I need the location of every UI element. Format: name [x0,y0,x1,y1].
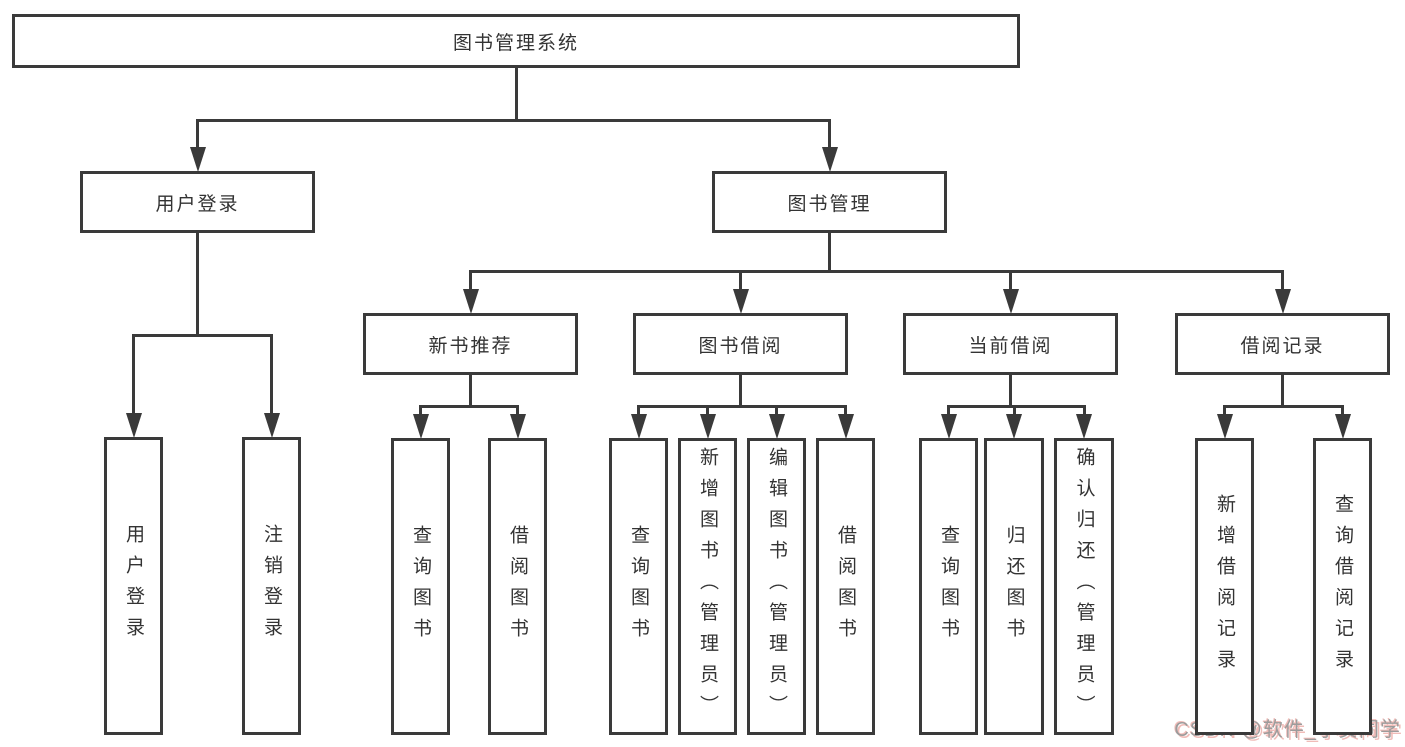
connector-drop [947,406,950,415]
connector-drop [132,335,135,414]
arrow-down-icon [837,414,854,439]
connector-junction [196,118,831,122]
node-leaf-query-book-1: 查询图书 [391,438,450,735]
arrow-down-icon [732,289,749,314]
connector-junction [1223,404,1344,408]
connector-stem [196,233,199,335]
arrow-down-icon [1006,414,1022,439]
connector-drop [270,335,273,414]
connector-drop [516,406,519,415]
arrow-down-icon [1274,289,1291,314]
arrow-down-icon [1002,289,1019,314]
arrow-down-icon [1334,414,1351,439]
connector-junction [419,404,519,408]
connector-drop [196,120,199,148]
node-leaf-edit-book-admin: 编辑图书（管理员） [747,438,806,735]
node-leaf-borrow-book-2: 借阅图书 [816,438,875,735]
arrow-down-icon [263,413,280,438]
connector-drop [1009,271,1012,290]
arrow-down-icon [940,414,957,439]
arrow-down-icon [768,414,785,439]
connector-drop [1082,406,1086,415]
connector-drop [739,271,742,290]
node-leaf-add-borrow-record: 新增借阅记录 [1195,438,1254,735]
node-leaf-add-book-admin: 新增图书（管理员） [678,438,737,735]
connector-junction [132,333,273,337]
node-leaf-confirm-return: 确认归还（管理员） [1054,438,1114,735]
connector-stem [1281,375,1284,406]
connector-drop [1281,271,1284,290]
connector-drop [1341,406,1344,415]
arrow-down-icon [699,414,716,439]
connector-drop [419,406,422,415]
node-leaf-query-borrow-record: 查询借阅记录 [1313,438,1372,735]
arrow-down-icon [821,147,838,172]
arrow-down-icon [412,414,429,439]
connector-drop [1223,406,1226,415]
connector-stem [828,233,831,271]
arrow-down-icon [630,414,647,439]
arrow-down-icon [189,147,206,172]
node-leaf-borrow-book-1: 借阅图书 [488,438,547,735]
connector-drop [775,406,778,415]
connector-junction [947,404,1086,408]
connector-stem [739,375,742,406]
node-leaf-return-book: 归还图书 [984,438,1044,735]
node-book-borrowing: 图书借阅 [633,313,848,375]
connector-drop [469,271,472,290]
node-book-management: 图书管理 [712,171,947,233]
node-leaf-user-login: 用户登录 [104,437,163,735]
connector-drop [1012,406,1016,415]
node-leaf-query-book-2: 查询图书 [609,438,668,735]
arrow-down-icon [462,289,479,314]
connector-junction [637,404,847,408]
connector-drop [637,406,640,415]
arrow-down-icon [509,414,526,439]
node-borrowing-records: 借阅记录 [1175,313,1390,375]
node-new-book-recommend: 新书推荐 [363,313,578,375]
arrow-down-icon [125,413,142,438]
arrow-down-icon [1076,414,1092,439]
connector-stem [1009,375,1012,406]
connector-stem [514,68,518,120]
node-leaf-logout: 注销登录 [242,437,301,735]
connector-drop [706,406,709,415]
node-current-borrowing: 当前借阅 [903,313,1118,375]
connector-junction [469,269,1284,273]
node-user-login: 用户登录 [80,171,315,233]
connector-drop [844,406,847,415]
node-root: 图书管理系统 [12,14,1020,68]
connector-drop [828,120,831,148]
arrow-down-icon [1216,414,1233,439]
node-leaf-query-book-3: 查询图书 [919,438,978,735]
connector-stem [469,375,472,406]
